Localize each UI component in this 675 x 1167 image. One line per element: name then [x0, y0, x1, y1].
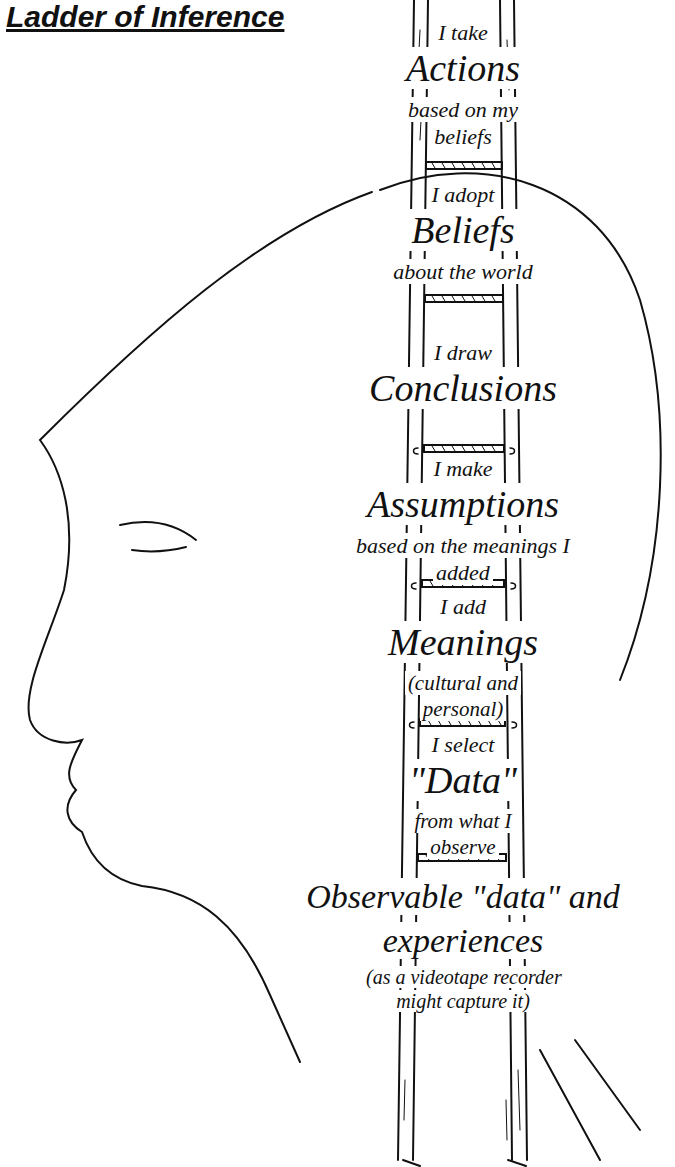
step-text: I make [430, 456, 495, 481]
step-text: I draw [431, 340, 495, 365]
step-text: based on my beliefs [405, 97, 521, 149]
neck-line [575, 1040, 640, 1130]
neck-line [540, 1050, 600, 1160]
step-text: (cultural and personal) [405, 671, 521, 721]
step-text: about the world [390, 259, 535, 284]
ladder-foot [403, 1160, 526, 1166]
step-keyword: Actions [403, 47, 523, 89]
step-keyword: "Data" [406, 759, 520, 801]
ladder-step: I takeActions based on my beliefs [388, 20, 538, 151]
ladder-step: I adoptBeliefs about the world [348, 182, 578, 286]
ladder-step: I drawConclusions [343, 340, 583, 417]
eye-line [120, 522, 196, 540]
step-text: from what I observe [411, 809, 514, 859]
ladder-step: Observable "data" and experiences (as a v… [298, 878, 628, 1014]
ladder-step: I addMeanings (cultural and personal) [381, 594, 545, 723]
ladder-step: I select"Data" from what I observe [383, 732, 543, 861]
step-keyword: Meanings [385, 621, 541, 663]
ladder-step: I makeAssumptions based on the meanings I… [343, 456, 583, 587]
step-text: (as a videotape recorder might capture i… [363, 966, 565, 1012]
step-text: I add [437, 594, 489, 619]
step-text: based on the meanings I added [353, 533, 573, 585]
step-keyword: Beliefs [408, 209, 517, 251]
face-profile [29, 192, 372, 1062]
diagram-title: Ladder of Inference [4, 0, 286, 34]
step-text: I take [435, 20, 490, 45]
step-text: I select [429, 732, 498, 757]
step-text: I adopt [429, 182, 498, 207]
eye-line [132, 547, 186, 551]
step-keyword: Assumptions [364, 483, 562, 525]
step-keyword: Observable "data" and experiences [303, 878, 623, 959]
step-keyword: Conclusions [366, 367, 560, 409]
